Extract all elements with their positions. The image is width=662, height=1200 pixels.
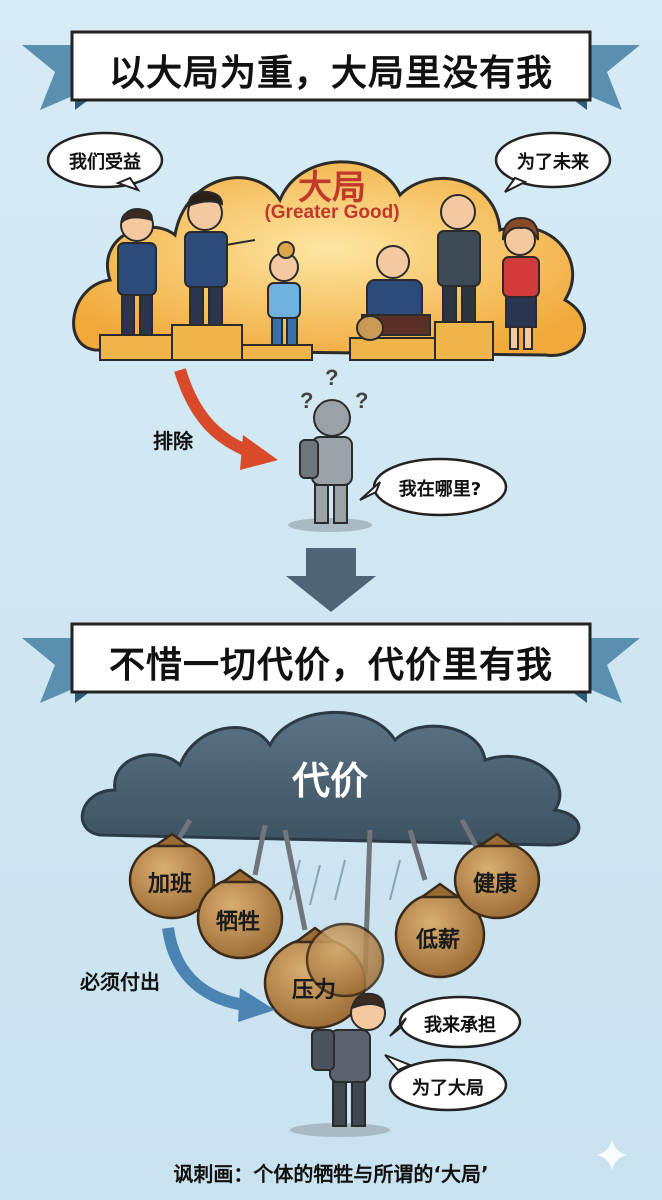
excluded-person: ? ? ? (288, 365, 372, 532)
svg-text:?: ? (355, 388, 368, 413)
bag-sacrifice: 牺牲 (216, 910, 261, 935)
svg-text:?: ? (300, 388, 313, 413)
greater-good-title: 大局 (298, 168, 366, 208)
cost-title: 代价 (291, 759, 368, 803)
podiums (99, 321, 494, 361)
bag-pressure: 压力 (292, 978, 337, 1003)
bubble-i-bear-it: 我来承担 (424, 1015, 496, 1036)
down-arrow (286, 548, 376, 612)
bottom-banner (22, 622, 640, 703)
burdened-man (290, 992, 390, 1137)
must-pay-arrow (162, 927, 275, 1022)
bubble-for-greater-good: 为了大局 (412, 1078, 484, 1099)
top-banner (22, 30, 640, 110)
bags (128, 832, 541, 1030)
top-banner-title: 以大局为重，大局里没有我 (108, 53, 553, 94)
greater-good-subtitle: (Greater Good) (264, 202, 400, 223)
bottom-bubbles (384, 995, 522, 1112)
must-pay-label: 必须付出 (80, 970, 160, 994)
exclude-arrow (174, 368, 278, 470)
exclude-label: 排除 (153, 429, 193, 453)
svg-text:?: ? (325, 365, 338, 390)
cost-cloud (80, 711, 581, 847)
caption: 讽刺画：个体的牺牲与所谓的‘大局’ (173, 1162, 489, 1186)
bottom-banner-title: 不惜一切代价，代价里有我 (108, 645, 553, 686)
rain (289, 859, 401, 906)
bubble-for-future: 为了未来 (517, 152, 589, 173)
bubble-we-benefit: 我们受益 (69, 152, 141, 173)
sparkle-icon (597, 1140, 627, 1170)
beneficiary-figures (117, 190, 540, 350)
bag-health: 健康 (473, 872, 518, 897)
bubble-where-am-i: 我在哪里? (398, 479, 482, 500)
bag-low-pay: 低薪 (416, 928, 461, 953)
bag-overtime: 加班 (148, 872, 193, 897)
top-bubbles (46, 131, 612, 517)
